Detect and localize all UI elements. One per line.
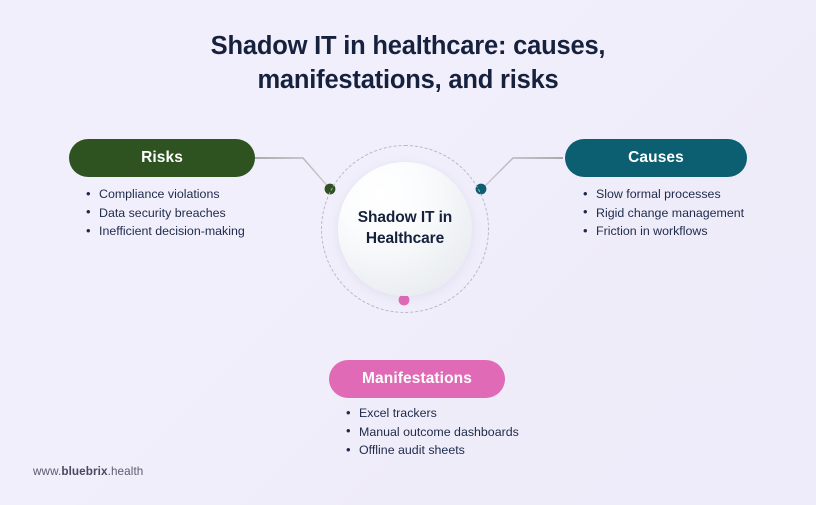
- center-node-label: Shadow IT in Healthcare: [358, 208, 452, 249]
- list-item: Inefficient decision-making: [86, 223, 271, 240]
- branch-label-causes: Causes: [628, 149, 684, 166]
- list-item: Data security breaches: [86, 204, 271, 221]
- branch-list-manifestations: Excel trackers Manual outcome dashboards…: [346, 405, 521, 461]
- connector-risks: [253, 157, 331, 190]
- list-item: Friction in workflows: [583, 223, 758, 240]
- center-node[interactable]: Shadow IT in Healthcare: [338, 162, 472, 296]
- branch-list-risks: Compliance violations Data security brea…: [86, 186, 271, 242]
- branch-label-manifestations: Manifestations: [362, 370, 472, 387]
- branch-label-risks: Risks: [141, 149, 183, 166]
- center-label-line1: Shadow IT in: [357, 209, 453, 227]
- branch-pill-causes[interactable]: Causes: [565, 139, 747, 177]
- branch-pill-manifestations[interactable]: Manifestations: [329, 360, 505, 398]
- footer-url-brand: bluebrix: [61, 465, 108, 478]
- center-dashed-ring: [321, 145, 489, 313]
- list-item: Manual outcome dashboards: [346, 423, 521, 440]
- footer-url-prefix: www.: [33, 465, 62, 478]
- connector-causes: [481, 157, 563, 190]
- list-item: Offline audit sheets: [346, 442, 521, 459]
- footer-url[interactable]: www.bluebrix.health: [33, 465, 143, 478]
- list-item: Excel trackers: [346, 405, 521, 422]
- footer-url-suffix: .health: [107, 465, 144, 478]
- center-label-line2: Healthcare: [365, 230, 445, 247]
- list-item: Compliance violations: [86, 186, 271, 203]
- page-title: Shadow IT in healthcare: causes, manifes…: [210, 32, 606, 94]
- branch-pill-risks[interactable]: Risks: [69, 139, 255, 177]
- list-item: Slow formal processes: [583, 186, 758, 203]
- list-item: Rigid change management: [583, 204, 758, 221]
- branch-list-causes: Slow formal processes Rigid change manag…: [583, 186, 758, 242]
